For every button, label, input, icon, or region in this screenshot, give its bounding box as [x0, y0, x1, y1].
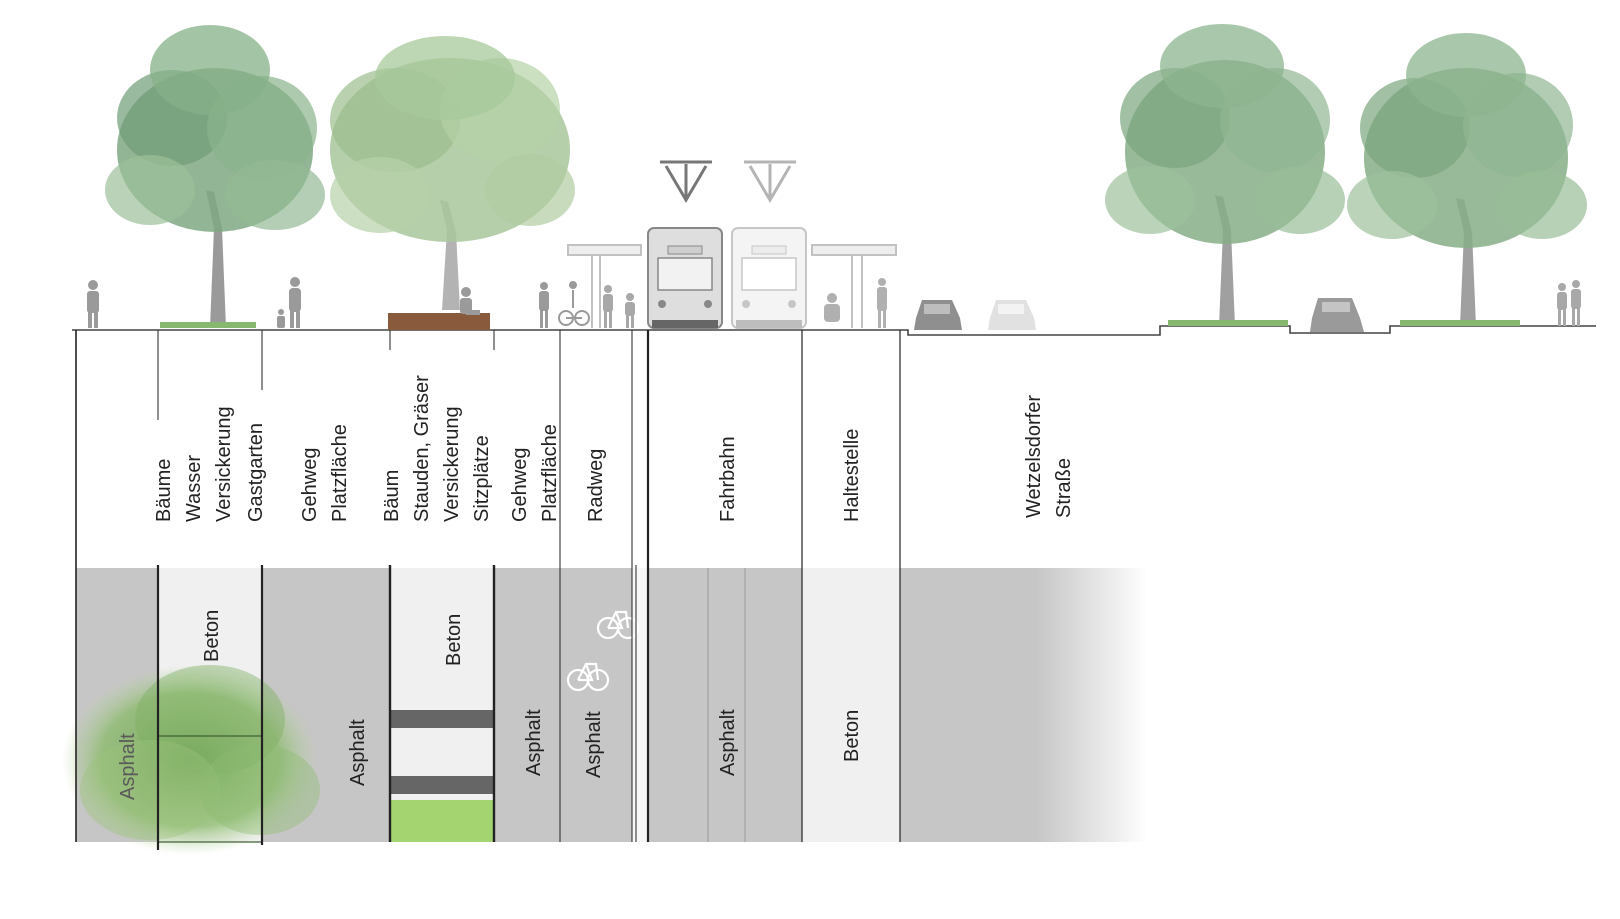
- material-label: Beton: [841, 710, 863, 762]
- material-label: Asphalt: [717, 709, 739, 776]
- band-col5-gap: [632, 568, 648, 842]
- column-label: Fahrbahn: [717, 436, 739, 522]
- tree-icon: [330, 36, 575, 310]
- column-label: Versickerung: [213, 406, 235, 522]
- band-col3-stripe-2: [390, 776, 494, 794]
- band-col3: [390, 568, 494, 842]
- material-label: Asphalt: [117, 733, 139, 800]
- pedestrian-icon: [289, 277, 301, 328]
- band-col8: [900, 568, 1148, 842]
- pedestrian-icon: [824, 278, 887, 328]
- column-label: Platzfläche: [539, 424, 561, 522]
- column-label: Wetzelsdorfer: [1023, 395, 1045, 518]
- tram-shelter-icon: [811, 244, 897, 328]
- material-label: Beton: [201, 610, 223, 662]
- pedestrian-icon: [603, 285, 635, 328]
- tree-icon: [1347, 33, 1587, 326]
- material-label: Asphalt: [583, 711, 605, 778]
- pedestrian-icon: [460, 287, 480, 315]
- column-label: Versickerung: [441, 406, 463, 522]
- band-col3-green: [390, 800, 494, 842]
- pedestrian-icon: [87, 280, 99, 328]
- hedge-icon: [62, 665, 320, 855]
- column-label: Radweg: [585, 449, 607, 522]
- bench-icon: [388, 313, 490, 330]
- tram-icon: [731, 160, 807, 329]
- street-elevation: [72, 24, 1596, 336]
- column-label: Wasser: [183, 455, 205, 522]
- material-labels: Asphalt Beton Asphalt Beton Asphalt Asph…: [117, 610, 863, 800]
- band-col6: [648, 568, 802, 842]
- cyclist-icon: [558, 281, 590, 326]
- column-label: Gehweg: [299, 448, 321, 523]
- pedestrian-icon: [277, 309, 285, 328]
- column-label: Gastgarten: [245, 423, 267, 522]
- ground-line: [72, 325, 1596, 336]
- column-dividers: [75, 330, 901, 850]
- tree-icon: [105, 25, 325, 328]
- column-label: Straße: [1053, 458, 1075, 518]
- column-label: Bäume: [153, 459, 175, 522]
- band-col4: [494, 568, 560, 842]
- column-label: Gehweg: [509, 448, 531, 523]
- material-label: Asphalt: [347, 719, 369, 786]
- pedestrian-icon: [1557, 280, 1581, 326]
- column-label: Stauden, Gräser: [411, 375, 433, 522]
- tram-icon: [647, 160, 723, 329]
- column-labels: Bäume Wasser Versickerung Gastgarten Geh…: [153, 375, 1075, 522]
- bicycle-icon: [596, 610, 640, 640]
- tram-shelter-icon: [567, 244, 642, 328]
- pedestrian-icon: [539, 282, 549, 328]
- material-bands: [62, 568, 1148, 855]
- band-col7: [802, 568, 900, 842]
- column-label: Sitzplätze: [471, 435, 493, 522]
- bicycle-icon: [566, 662, 610, 692]
- band-col5: [560, 568, 632, 842]
- material-label: Beton: [443, 614, 465, 666]
- column-label: Bäum: [381, 470, 403, 522]
- car-icon: [1310, 298, 1364, 332]
- car-icon: [988, 300, 1036, 330]
- tree-icon: [1105, 24, 1345, 326]
- car-icon: [914, 300, 962, 330]
- column-label: Haltestelle: [841, 429, 863, 522]
- band-col3-stripe-1: [390, 710, 494, 728]
- material-label: Asphalt: [523, 709, 545, 776]
- column-label: Platzfläche: [329, 424, 351, 522]
